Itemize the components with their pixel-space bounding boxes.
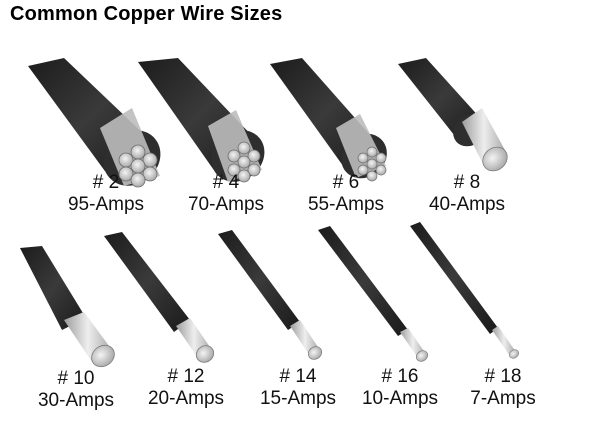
amps-label: 40-Amps (428, 194, 506, 215)
wire-label-16: # 16 10-Amps (362, 366, 438, 410)
wire-6-image (270, 58, 387, 182)
wire-label-4: # 4 70-Amps (188, 172, 264, 216)
wire-12-image (104, 232, 215, 363)
amps-label: 30-Amps (37, 390, 115, 411)
gauge-label: # 4 (212, 172, 240, 193)
amps-label: 70-Amps (187, 194, 265, 215)
gauge-label: # 18 (484, 366, 522, 387)
gauge-label: # 2 (92, 172, 120, 193)
wire-4-image (138, 58, 265, 183)
wire-2-image (28, 58, 161, 188)
wire-18-image (410, 222, 519, 359)
amps-label: 55-Amps (307, 194, 385, 215)
wire-label-12: # 12 20-Amps (148, 366, 224, 410)
amps-label: 10-Amps (361, 388, 439, 409)
page-title: Common Copper Wire Sizes (10, 3, 283, 25)
wire-label-10: # 10 30-Amps (38, 368, 114, 412)
amps-label: 95-Amps (67, 194, 145, 215)
wire-label-18: # 18 7-Amps (470, 366, 535, 410)
wire-label-6: # 6 55-Amps (308, 172, 384, 216)
gauge-label: # 6 (332, 172, 360, 193)
amps-label: 20-Amps (147, 388, 225, 409)
gauge-label: # 8 (453, 172, 481, 193)
wire-10-image (20, 246, 115, 368)
wire-label-14: # 14 15-Amps (260, 366, 336, 410)
wire-8-image (398, 58, 508, 172)
wire-14-image (218, 230, 323, 360)
amps-label: 7-Amps (470, 388, 536, 409)
wire-label-8: # 8 40-Amps (429, 172, 505, 216)
gauge-label: # 10 (57, 368, 95, 389)
gauge-label: # 12 (167, 366, 205, 387)
amps-label: 15-Amps (259, 388, 337, 409)
gauge-label: # 16 (381, 366, 419, 387)
gauge-label: # 14 (279, 366, 317, 387)
wire-16-image (318, 226, 429, 362)
wire-label-2: # 2 95-Amps (68, 172, 144, 216)
